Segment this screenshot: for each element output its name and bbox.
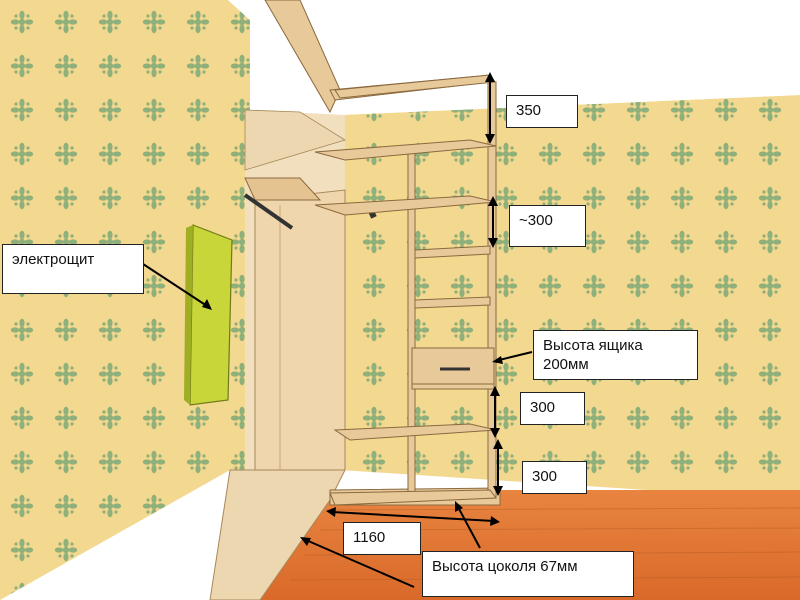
dimension-arrows: [139, 72, 533, 588]
label-top-shelf-height: 350: [506, 95, 578, 128]
electrical-panel: [184, 224, 233, 406]
label-unit-width: 1160: [343, 522, 421, 555]
label-drawer-height: Высота ящика 200мм: [533, 330, 698, 380]
right-wall: [340, 95, 800, 500]
label-lower-shelf-height: 300: [520, 392, 585, 425]
label-electrical-panel: электрощит: [2, 244, 144, 294]
wardrobe-niche: [243, 109, 377, 476]
left-wall: [0, 0, 250, 600]
label-bottom-shelf-height: 300: [522, 461, 587, 494]
label-upper-shelf-height: ~300: [509, 205, 586, 247]
label-plinth-height: Высота цоколя 67мм: [422, 551, 634, 597]
shelving-unit: [314, 74, 497, 506]
